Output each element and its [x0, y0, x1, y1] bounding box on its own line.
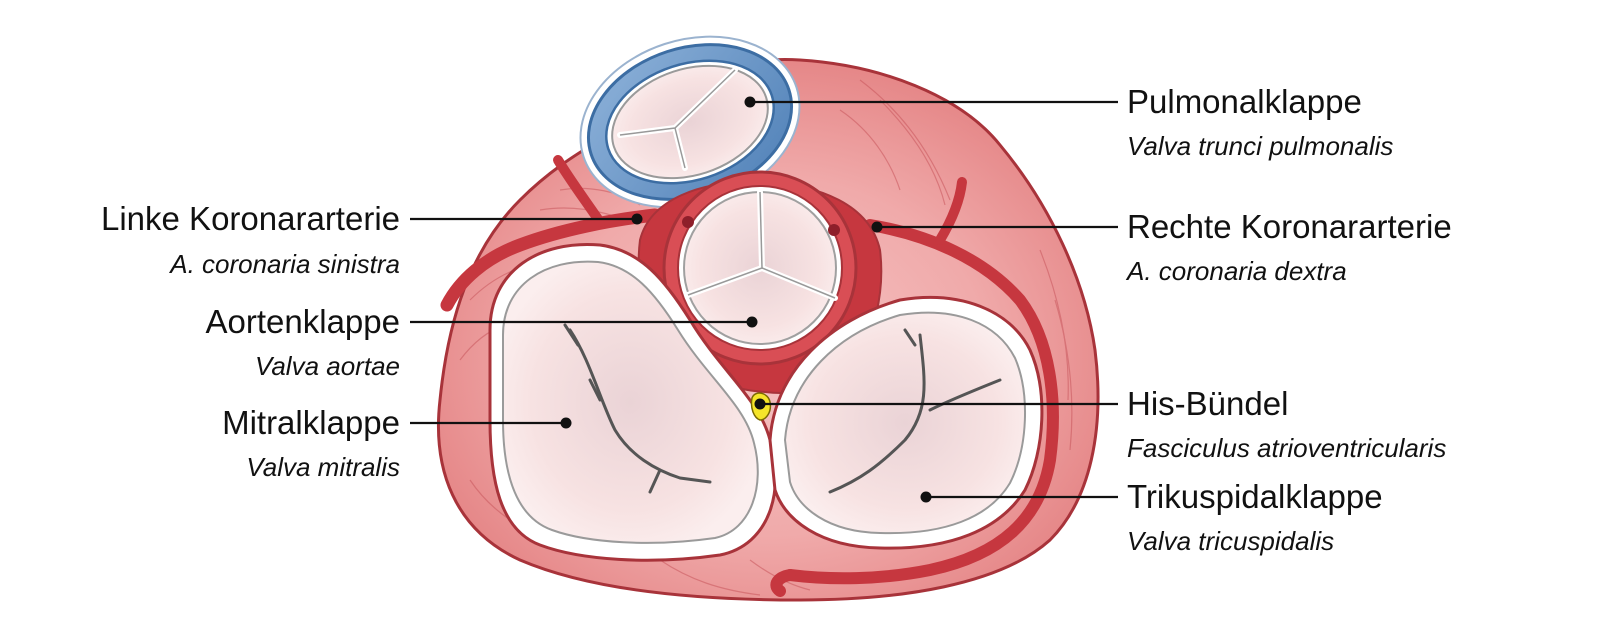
label-mitralklappe-latin: Valva mitralis: [246, 452, 400, 482]
label-his-buendel: His-Bündel: [1127, 385, 1289, 422]
label-aortenklappe-latin: Valva aortae: [254, 351, 400, 381]
label-mitralklappe: Mitralklappe: [222, 404, 400, 441]
label-pulmonalklappe: Pulmonalklappe: [1127, 83, 1362, 120]
trikuspidalklappe-valve: [783, 311, 1026, 535]
label-linke-koronararterie-latin: A. coronaria sinistra: [170, 249, 400, 279]
mitralklappe-valve: [502, 260, 759, 544]
leader-lines: [410, 100, 1118, 499]
mitral-valve: [488, 242, 778, 562]
label-aortenklappe: Aortenklappe: [205, 303, 400, 340]
leader-dots: [560, 96, 932, 503]
label-pulmonalklappe-latin: Valva trunci pulmonalis: [1127, 131, 1394, 161]
label-trikuspidalklappe: Trikuspidalklappe: [1127, 478, 1383, 515]
label-trikuspidalklappe-latin: Valva tricuspidalis: [1127, 526, 1335, 556]
label-linke-koronararterie: Linke Koronararterie: [101, 200, 400, 237]
label-rechte-koronararterie: Rechte Koronararterie: [1127, 208, 1452, 245]
label-his-buendel-latin: Fasciculus atrioventricularis: [1127, 433, 1447, 463]
pulmonary-trunk: [579, 35, 801, 209]
label-rechte-koronararterie-latin: A. coronaria dextra: [1127, 256, 1347, 286]
linke-koronararterie-vessel: [440, 208, 662, 312]
pulmonalklappe-valve: [611, 64, 769, 180]
coronary-arteries: [440, 155, 1059, 597]
rechte-koronararterie-vessel: [784, 219, 1059, 585]
tricuspid-valve: [768, 295, 1044, 550]
